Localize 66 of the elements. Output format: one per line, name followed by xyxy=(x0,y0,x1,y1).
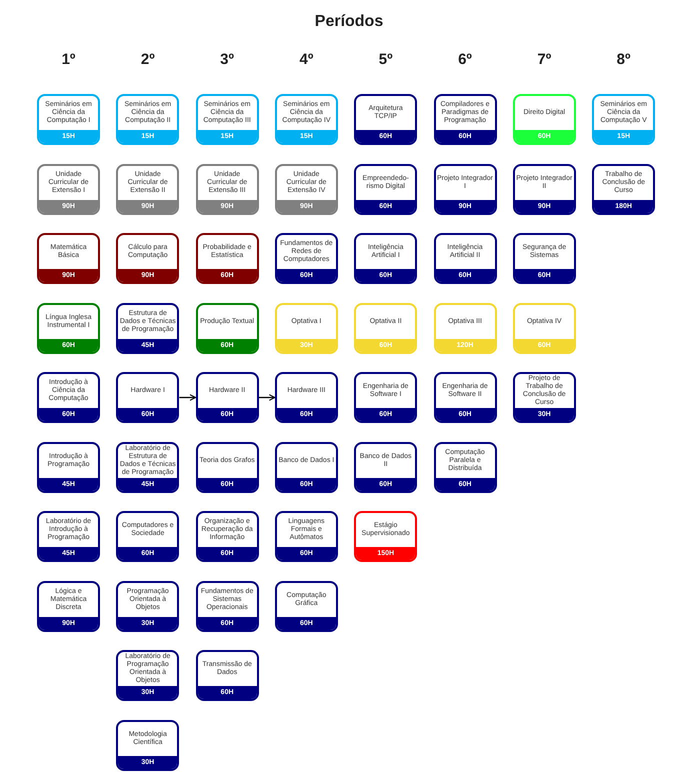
course-card xyxy=(196,580,259,632)
course-card xyxy=(116,442,180,492)
course-card xyxy=(354,233,418,284)
period-header: 3º xyxy=(220,51,234,68)
course-card xyxy=(116,302,180,354)
period-header: 6º xyxy=(458,51,472,68)
course-card xyxy=(116,511,180,562)
course-card xyxy=(116,580,180,632)
arrow xyxy=(179,394,196,401)
course-card xyxy=(512,94,576,145)
course-card xyxy=(37,511,100,562)
period-header: 2º xyxy=(140,51,155,68)
course-card xyxy=(196,302,259,354)
course-card xyxy=(196,233,259,284)
diagram-title: Períodos xyxy=(314,12,384,31)
course-card xyxy=(196,164,259,214)
course-card xyxy=(592,164,656,214)
course-card xyxy=(274,511,338,562)
course-card xyxy=(434,302,496,354)
course-card xyxy=(37,580,100,632)
course-card xyxy=(196,442,259,492)
course-card xyxy=(116,720,180,770)
course-card xyxy=(592,94,656,145)
course-card xyxy=(512,164,576,214)
course-card xyxy=(512,372,576,423)
course-card xyxy=(196,94,259,145)
period-header: 5º xyxy=(378,51,393,68)
course-card xyxy=(274,94,338,145)
period-header: 7º xyxy=(537,51,552,68)
course-card xyxy=(37,302,100,354)
course-card xyxy=(116,164,180,214)
course-card xyxy=(116,372,180,423)
period-header: 4º xyxy=(299,51,314,68)
course-card xyxy=(274,372,338,423)
course-card xyxy=(116,94,180,145)
course-card xyxy=(37,94,100,145)
course-card xyxy=(354,302,418,354)
course-card xyxy=(512,233,576,284)
course-card xyxy=(274,442,338,492)
course-card xyxy=(434,442,496,492)
course-card xyxy=(37,372,100,423)
course-card xyxy=(434,164,496,214)
period-header: 1º xyxy=(62,51,76,68)
course-card xyxy=(434,233,496,284)
course-card xyxy=(354,94,418,145)
course-card xyxy=(274,580,338,632)
course-card xyxy=(116,650,180,701)
period-header: 8º xyxy=(616,51,630,68)
course-card xyxy=(196,372,259,423)
course-card xyxy=(196,511,259,562)
course-card xyxy=(434,372,496,423)
course-card xyxy=(434,94,496,145)
course-card xyxy=(354,164,418,214)
course-card xyxy=(274,233,338,284)
arrow xyxy=(258,394,276,401)
course-card xyxy=(354,442,418,492)
course-card xyxy=(274,164,338,214)
course-card xyxy=(37,164,100,214)
course-card xyxy=(116,233,180,284)
course-card xyxy=(196,650,259,701)
course-card xyxy=(512,302,576,354)
course-card xyxy=(354,372,418,423)
course-card xyxy=(274,302,338,354)
course-card xyxy=(354,511,418,562)
course-card xyxy=(37,233,100,284)
course-card xyxy=(37,442,100,492)
